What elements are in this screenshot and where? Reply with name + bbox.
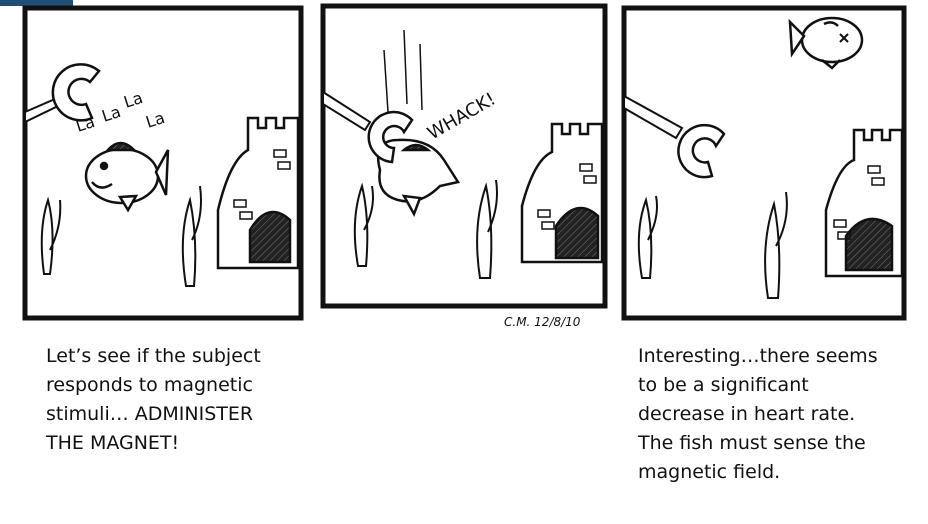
fish-icon xyxy=(376,138,461,217)
lyric-4: La xyxy=(143,108,167,132)
magnet-icon xyxy=(367,110,414,164)
fish-icon xyxy=(84,141,170,213)
magnet-arm xyxy=(623,94,684,140)
comic-strip: La La La La xyxy=(22,3,907,329)
castle-icon xyxy=(824,128,904,278)
seaweed-icon xyxy=(353,182,374,267)
seaweed-icon xyxy=(764,191,788,299)
lyric-3: La xyxy=(121,88,145,112)
caption-right: Interesting…there seems to be a signific… xyxy=(638,345,878,483)
seaweed-icon xyxy=(637,195,658,279)
seaweed-icon xyxy=(40,196,62,275)
magnet-icon xyxy=(677,123,726,179)
caption-left: Let’s see if the subject responds to mag… xyxy=(46,345,261,454)
lyric-1: La xyxy=(73,112,97,136)
lyric-2: La xyxy=(99,102,123,126)
magnet-icon xyxy=(24,63,101,124)
seaweed-icon xyxy=(181,185,202,287)
artist-signature: C.M. 12/8/10 xyxy=(504,315,581,329)
motion-lines xyxy=(383,29,423,113)
castle-icon xyxy=(216,116,300,270)
magnet-arm xyxy=(322,90,372,132)
castle-icon xyxy=(520,122,604,264)
seaweed-icon xyxy=(476,179,498,279)
panel-2: WHACK! xyxy=(320,3,608,309)
corner-accent xyxy=(0,0,73,6)
dead-fish-icon xyxy=(788,16,864,70)
panel-3 xyxy=(621,5,907,321)
panel-1: La La La La xyxy=(22,5,304,321)
